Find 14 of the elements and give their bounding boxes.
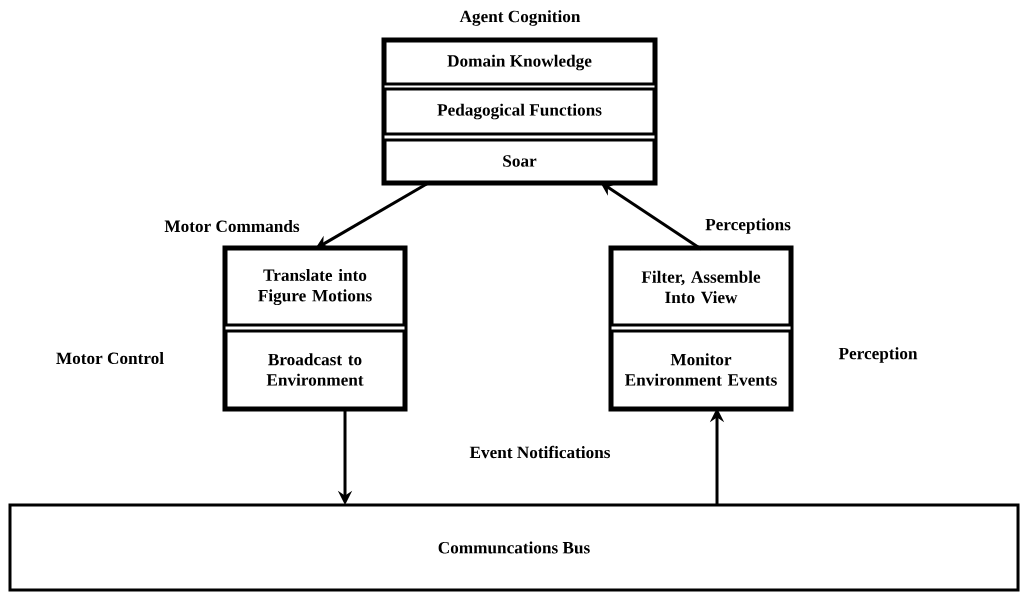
process-box: Translate into Figure Motions <box>224 247 406 327</box>
process-box: Communcations Bus <box>8 503 1020 592</box>
group-heading: Motor Control <box>56 351 164 365</box>
edge-label: Motor Commands <box>162 217 302 235</box>
process-box: Soar <box>383 138 656 184</box>
edge-label: Perceptions <box>703 216 793 236</box>
process-box: Broadcast to Environment <box>224 329 406 410</box>
group-heading: Agent Cognition <box>459 10 581 26</box>
process-box: Domain Knowledge <box>383 39 656 86</box>
annotation: Event Notifications <box>469 445 611 459</box>
process-box: Pedagogical Functions <box>383 87 656 136</box>
process-box: Filter, Assemble Into View <box>610 247 792 327</box>
group-heading: Perception <box>838 347 918 363</box>
process-box: Monitor Environment Events <box>610 329 792 410</box>
